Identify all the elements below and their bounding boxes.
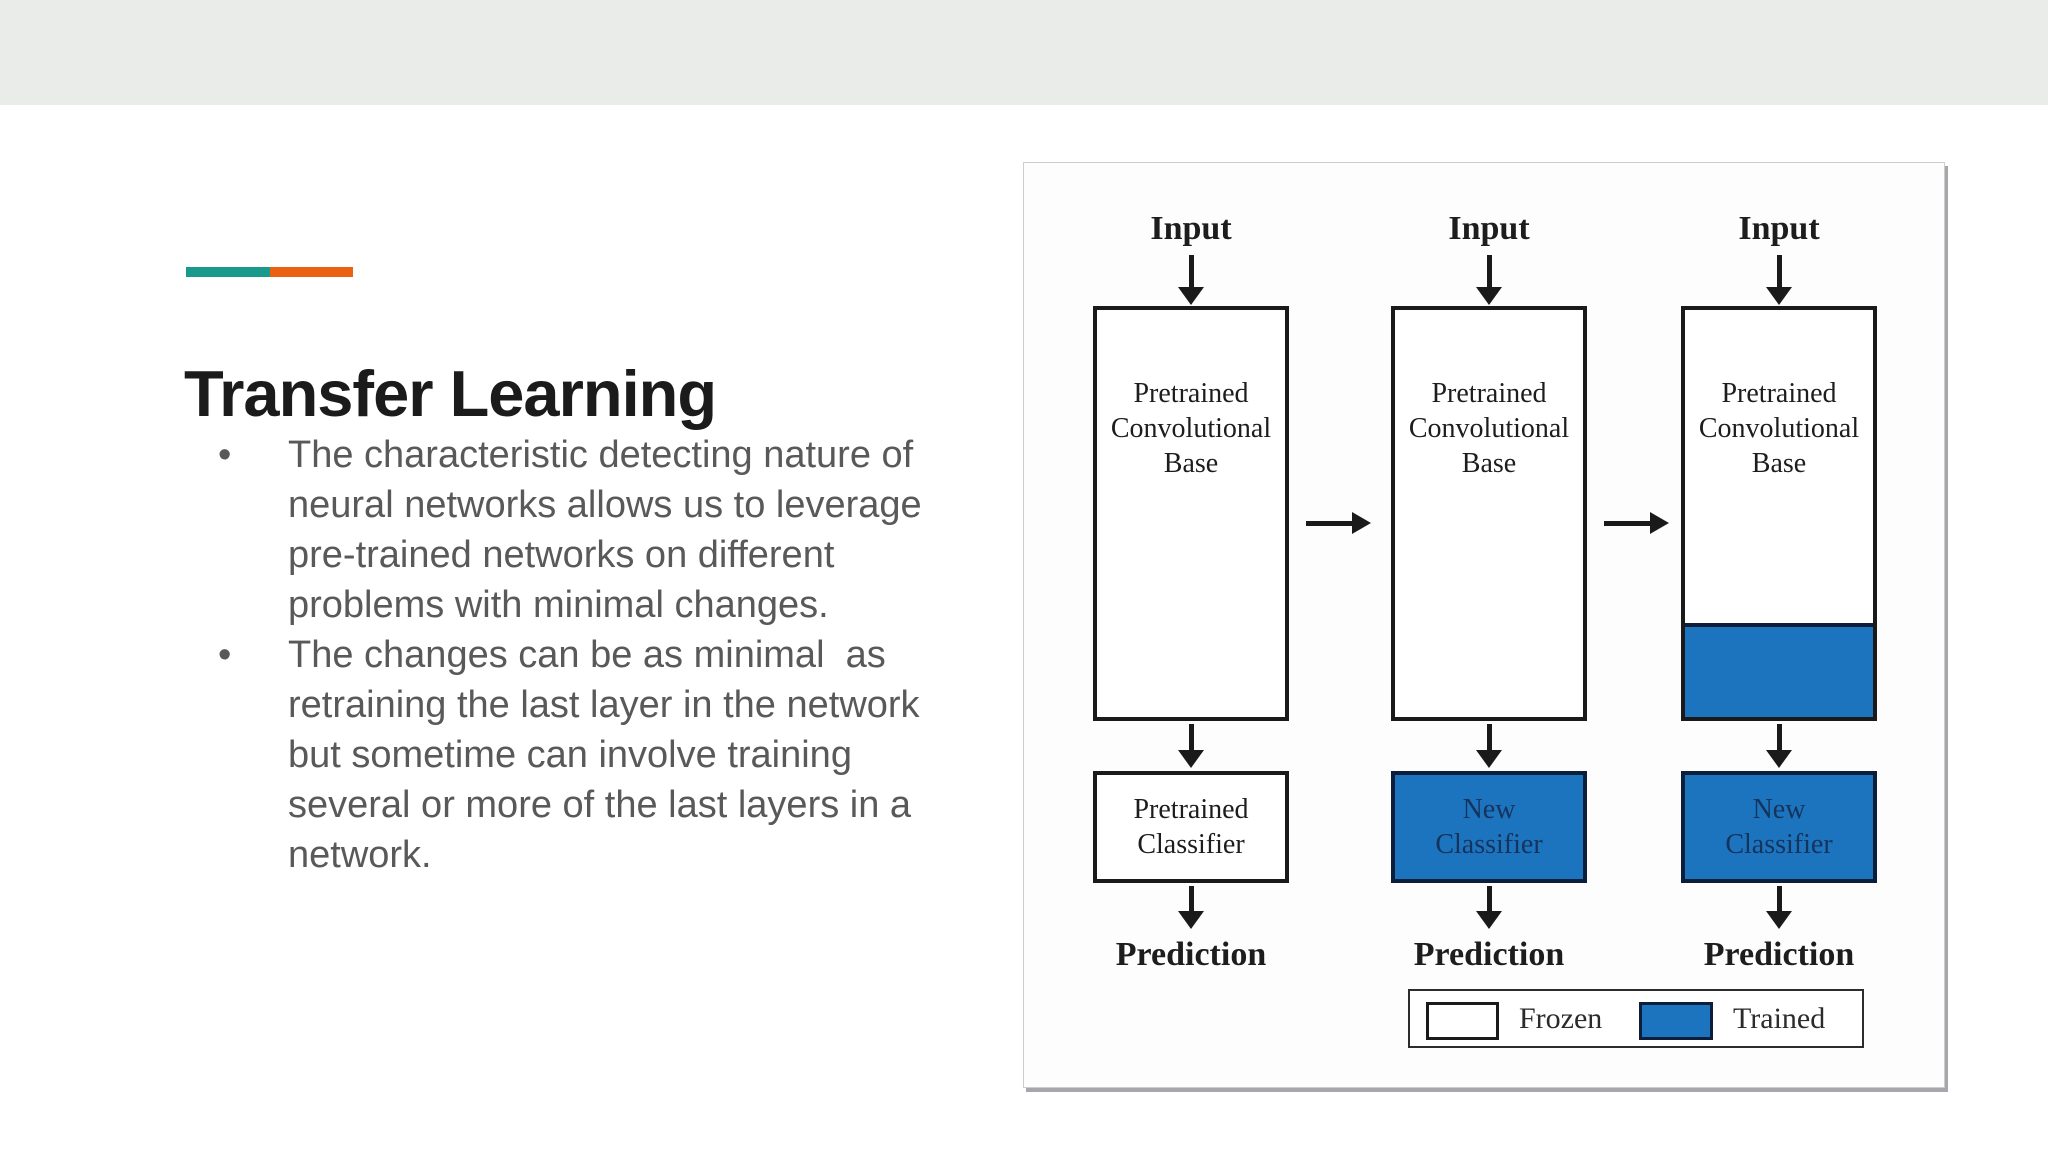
frozen-label: Frozen — [1519, 1002, 1603, 1035]
bullet-marker-icon: • — [218, 434, 232, 476]
accent-teal-segment — [186, 267, 270, 277]
legend-box: Frozen Trained — [1408, 989, 1864, 1048]
classifier-box-trained: New Classifier — [1391, 771, 1587, 883]
input-label: Input — [1150, 210, 1232, 247]
arrow-down-icon — [1476, 255, 1502, 305]
classifier-label: Pretrained Classifier — [1133, 794, 1249, 860]
arrow-down-icon — [1178, 724, 1204, 768]
arrow-head — [1766, 750, 1792, 768]
arrow-head — [1650, 512, 1669, 534]
arrow-down-icon — [1178, 255, 1204, 305]
diagram-column-1: Input Pretrained Convolutional Base Pret… — [1093, 163, 1289, 1087]
classifier-label: New Classifier — [1435, 794, 1543, 860]
diagram-column-2: Input Pretrained Convolutional Base New … — [1391, 163, 1587, 1087]
arrow-head — [1476, 750, 1502, 768]
frozen-swatch — [1426, 1002, 1499, 1040]
arrow-down-icon — [1178, 886, 1204, 929]
bullet-text: The changes can be as minimal as retrain… — [288, 634, 920, 876]
arrow-head — [1352, 512, 1371, 534]
arrow-stem — [1486, 886, 1492, 911]
classifier-box-trained: New Classifier — [1681, 771, 1877, 883]
prediction-label: Prediction — [1115, 936, 1267, 973]
bullet-list: • The characteristic detecting nature of… — [218, 430, 998, 880]
trained-label: Trained — [1733, 1002, 1826, 1035]
prediction-label: Prediction — [1413, 936, 1565, 973]
arrow-down-icon — [1476, 886, 1502, 929]
arrow-stem — [1776, 886, 1782, 911]
arrow-stem — [1188, 724, 1194, 750]
diagram-column-3: Input Pretrained Convolutional Base New … — [1681, 163, 1877, 1087]
arrow-stem — [1776, 255, 1782, 287]
arrow-stem — [1188, 255, 1194, 287]
arrow-right-icon — [1306, 512, 1371, 534]
arrow-down-icon — [1766, 886, 1792, 929]
input-label: Input — [1448, 210, 1530, 247]
arrow-right-icon — [1604, 512, 1669, 534]
arrow-stem — [1776, 724, 1782, 750]
arrow-stem — [1306, 520, 1352, 526]
trained-swatch — [1639, 1002, 1713, 1040]
bullet-item: • The changes can be as minimal as retra… — [218, 630, 998, 880]
input-label: Input — [1738, 210, 1820, 247]
page-title: Transfer Learning — [184, 356, 717, 430]
classifier-label: New Classifier — [1725, 794, 1833, 860]
arrow-head — [1476, 911, 1502, 929]
arrow-head — [1476, 287, 1502, 305]
arrow-stem — [1604, 520, 1650, 526]
arrow-stem — [1188, 886, 1194, 911]
arrow-stem — [1486, 724, 1492, 750]
bullet-item: • The characteristic detecting nature of… — [218, 430, 998, 630]
arrow-head — [1178, 287, 1204, 305]
conv-base-box-partially-trained: Pretrained Convolutional Base — [1681, 306, 1877, 721]
arrow-down-icon — [1766, 724, 1792, 768]
conv-base-box-frozen: Pretrained Convolutional Base — [1093, 306, 1289, 721]
arrow-down-icon — [1766, 255, 1792, 305]
trained-layers-band — [1685, 623, 1873, 717]
arrow-head — [1178, 750, 1204, 768]
prediction-label: Prediction — [1703, 936, 1855, 973]
arrow-down-icon — [1476, 724, 1502, 768]
arrow-stem — [1486, 255, 1492, 287]
accent-orange-segment — [269, 267, 353, 277]
conv-base-label: Pretrained Convolutional Base — [1110, 378, 1272, 479]
classifier-box-frozen: Pretrained Classifier — [1093, 771, 1289, 883]
bullet-marker-icon: • — [218, 634, 232, 676]
arrow-head — [1178, 911, 1204, 929]
title-accent-line — [186, 267, 353, 277]
diagram-panel: Input Pretrained Convolutional Base Pret… — [1023, 162, 1945, 1088]
conv-base-label: Pretrained Convolutional Base — [1698, 378, 1860, 479]
bullet-text: The characteristic detecting nature of n… — [288, 434, 922, 626]
arrow-head — [1766, 287, 1792, 305]
header-band — [0, 0, 2048, 105]
conv-base-box-frozen: Pretrained Convolutional Base — [1391, 306, 1587, 721]
conv-base-label: Pretrained Convolutional Base — [1408, 378, 1570, 479]
arrow-head — [1766, 911, 1792, 929]
